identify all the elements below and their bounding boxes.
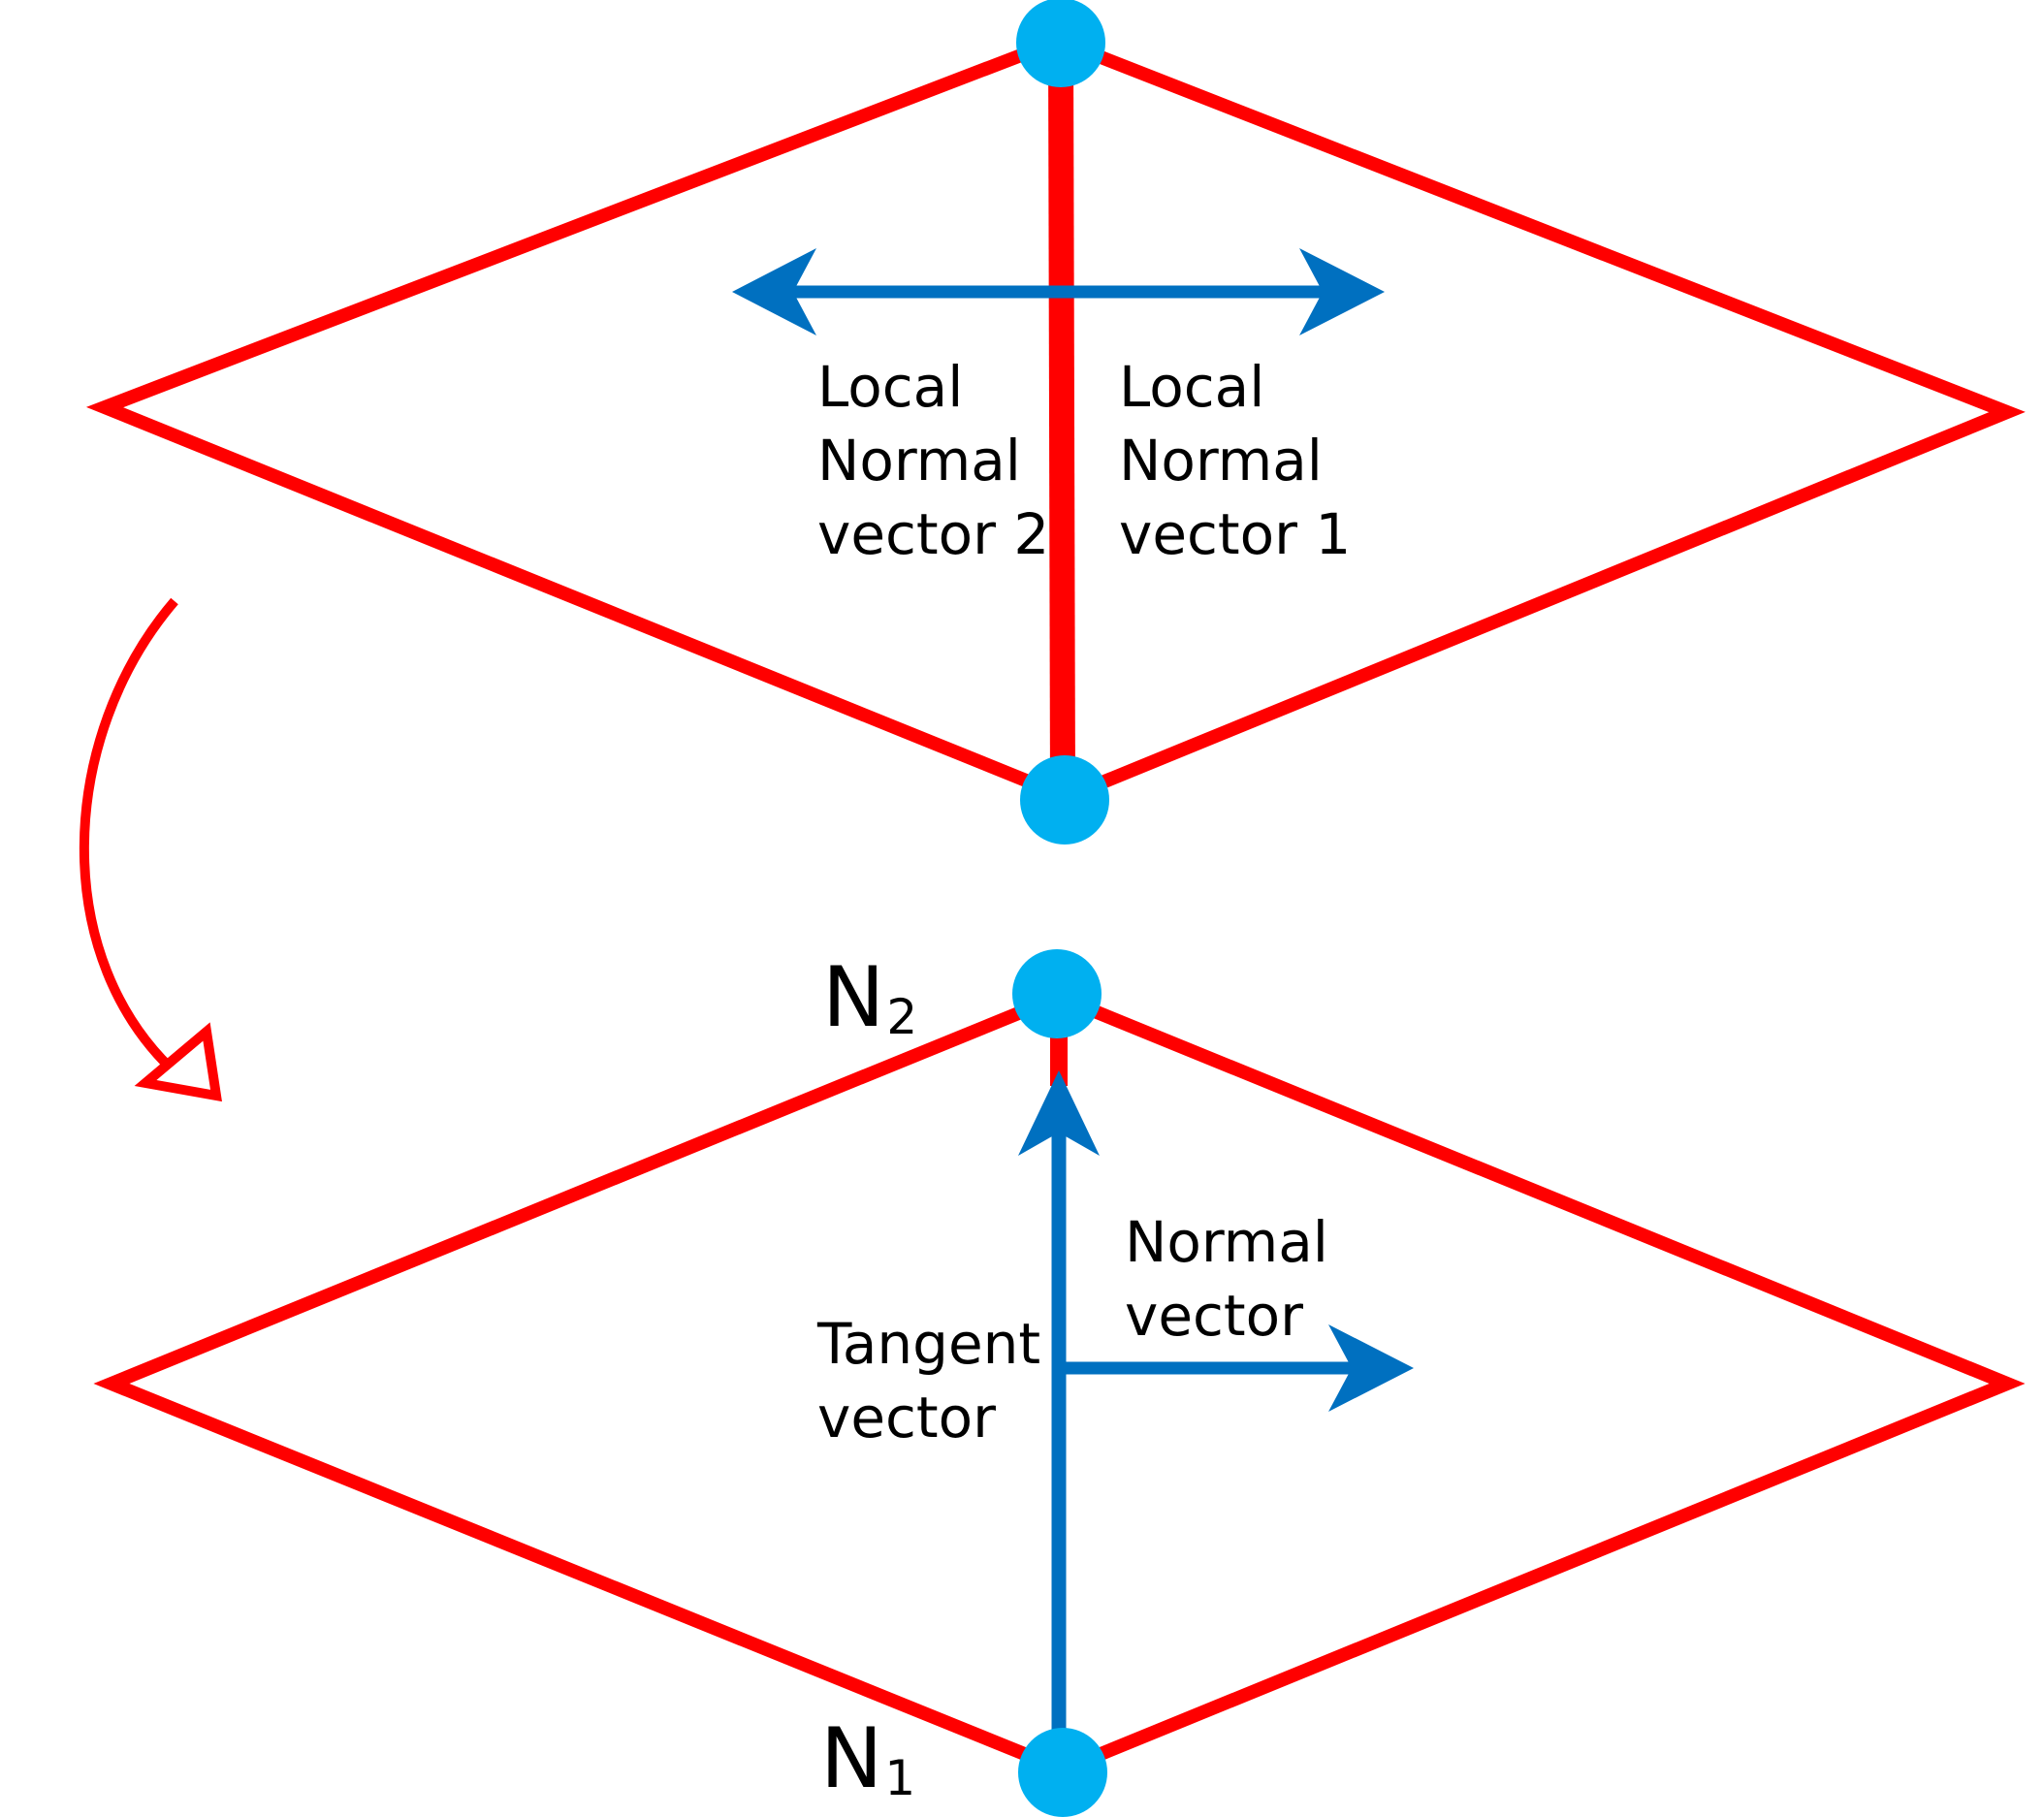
label-line: Local: [817, 354, 963, 420]
label-line: vector 1: [1119, 501, 1351, 567]
local-normal-vector-arrows: [732, 248, 1385, 335]
local-normal-vector-1-arrowhead: [1299, 248, 1385, 335]
label-line: vector 2: [817, 501, 1049, 567]
label-line: Normal: [1125, 1209, 1328, 1275]
label-line: Local: [1119, 354, 1264, 420]
label-line: vector: [817, 1385, 996, 1450]
top-shared-edge: [1048, 42, 1075, 798]
tangent-vector-label: Tangent vector: [816, 1311, 1059, 1450]
node-n1-label: N1: [820, 1710, 915, 1807]
local-normal-vector-2-arrowhead: [732, 248, 816, 335]
top-element: Local Normal vector 2 Local Normal vecto…: [85, 0, 2026, 845]
transition-arrow: [79, 597, 222, 1102]
local-normal-vector-2-label: Local Normal vector 2: [817, 354, 1049, 567]
node-subscript: 2: [886, 989, 917, 1045]
normal-vector-arrowhead: [1328, 1324, 1414, 1412]
label-line: Tangent: [816, 1311, 1040, 1377]
node-subscript: 1: [884, 1750, 915, 1806]
bottom-element: N2 N1 Tangent vector Normal vector: [93, 949, 2026, 1817]
tangent-vector-arrowhead: [1018, 1070, 1100, 1156]
normal-vector-label: Normal vector: [1125, 1209, 1346, 1349]
label-line: Normal: [1119, 428, 1323, 494]
top-element-node-top: [1016, 0, 1105, 87]
node-n1: [1018, 1728, 1107, 1817]
transition-arrowhead: [134, 1022, 222, 1102]
transition-arrow-curve: [79, 597, 183, 1080]
label-line: Normal: [817, 428, 1021, 494]
label-line: vector: [1125, 1283, 1303, 1349]
top-element-node-bottom: [1020, 755, 1109, 845]
node-letter: N: [822, 949, 884, 1046]
node-letter: N: [820, 1710, 882, 1807]
local-normal-vector-1-label: Local Normal vector 1: [1119, 354, 1351, 567]
node-n2-label: N2: [822, 949, 917, 1046]
node-n2: [1012, 949, 1102, 1038]
